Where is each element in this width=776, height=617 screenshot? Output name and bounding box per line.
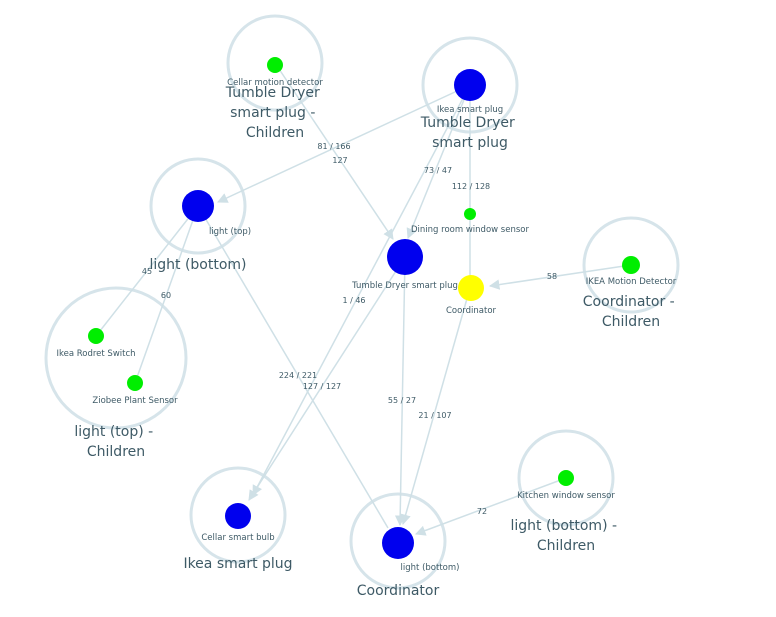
link-label: 81 / 166 [317,142,350,151]
link-tumble-plug-light-bottom [394,256,406,527]
node-label: Dining room window sensor [411,225,529,235]
link-label: 58 [547,272,557,281]
group-label-ikea-smart-plug: Ikea smart plug [183,556,292,572]
link-labels: 81 / 166 127 73 / 47 112 / 128 58 45 60 … [142,142,557,516]
link-light-top-light-bottom [197,205,389,529]
node-dining-room-window-sensor[interactable] [464,208,476,220]
node-label: Kitchen window sensor [517,491,615,501]
link-light-top-tumble-plug [274,62,394,240]
link-label: 72 [477,507,487,516]
link-tumble-plug-cellar-bulb [248,256,406,501]
nodes [88,57,640,559]
node-tumble-dryer-smart-plug[interactable] [387,239,423,275]
node-label: Coordinator [446,306,497,316]
node-labels: Cellar motion detector Ikea smart plug l… [56,78,676,573]
link-label: 127 / 127 [303,382,341,391]
links [95,62,632,536]
link-kitchen-light-bottom [415,477,567,536]
node-label: light (bottom) [401,563,460,573]
node-light-bottom[interactable] [382,527,414,559]
group-label-light-bottom: light (bottom) [149,257,246,273]
node-cellar-smart-bulb[interactable] [225,503,251,529]
group-ring-ikea-smart-plug [189,466,287,564]
link-coordinator-light-bottom [400,287,471,526]
link-label: 21 / 107 [418,411,451,420]
node-zigbee-plant-sensor[interactable] [127,375,143,391]
group-label-light-bottom-children: light (bottom) - Children [511,518,622,554]
node-light-top[interactable] [182,190,214,222]
group-ring-tumble-dryer-children [226,14,324,112]
link-ikea-plug-cellar-bulb [252,84,471,496]
link-light-top-zigbee [134,205,199,384]
node-label: light (top) [209,227,251,237]
link-label: 55 / 27 [388,396,416,405]
link-label: 224 / 221 [279,371,317,380]
link-label: 73 / 47 [424,166,452,175]
link-label: 1 / 46 [342,296,365,305]
group-label-tumble-dryer: Tumble Dryer smart plug [420,115,519,151]
node-label: Ziobee Plant Sensor [92,396,178,406]
node-kitchen-window-sensor[interactable] [558,470,574,486]
node-ikea-rodret-switch[interactable] [88,328,104,344]
node-label: Tumble Dryer smart plug [351,281,458,291]
group-label-coordinator: Coordinator [357,583,440,599]
group-rings [44,14,680,590]
node-label: Cellar smart bulb [201,533,274,543]
link-ikea-plug-tumble-plug [406,84,471,239]
node-label: Ikea Rodret Switch [56,349,135,359]
link-ikea-plug-light-top [217,84,471,203]
node-coordinator[interactable] [458,275,484,301]
group-ring-coordinator-children [582,216,680,314]
node-ikea-motion-detector[interactable] [622,256,640,274]
group-label-coordinator-children: Coordinator - Children [583,294,679,330]
group-ring-coordinator [349,492,447,590]
link-ikea-motion-coordinator [488,264,632,290]
group-ring-light-bottom [149,157,247,255]
link-label: 60 [161,291,171,300]
node-cellar-motion-detector[interactable] [267,57,283,73]
group-label-light-top-children: light (top) - Children [74,424,157,460]
link-label: 45 [142,267,152,276]
link-light-top-rodret [95,205,199,337]
group-ring-light-top-children [44,286,188,430]
node-ikea-smart-plug[interactable] [454,69,486,101]
link-label: 112 / 128 [452,182,490,191]
group-ring-light-bottom-children [517,429,615,527]
group-label-tumble-dryer-children: Tumble Dryer smart plug - Children [225,85,324,141]
node-label: IKEA Motion Detector [586,277,677,287]
node-label: Ikea smart plug [437,105,503,115]
node-label: Cellar motion detector [227,78,323,88]
group-labels: Tumble Dryer smart plug - Children Tumbl… [74,85,679,599]
link-label: 127 [332,156,347,165]
